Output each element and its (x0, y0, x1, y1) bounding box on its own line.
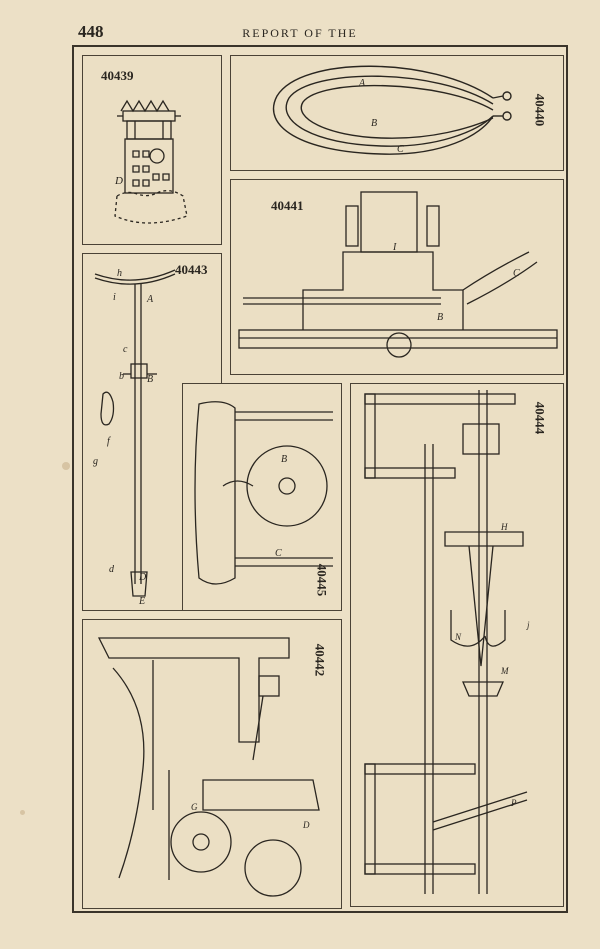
svg-text:f: f (107, 436, 111, 447)
paper-stain (20, 810, 25, 815)
cam-mechanism-drawing: BC (194, 401, 333, 585)
svg-text:I: I (392, 242, 397, 253)
svg-text:B: B (147, 374, 153, 385)
svg-text:G: G (191, 802, 198, 812)
svg-text:B: B (371, 118, 377, 129)
svg-text:M: M (500, 666, 509, 676)
svg-text:C: C (275, 548, 282, 559)
svg-text:B: B (437, 312, 443, 323)
svg-text:N: N (454, 632, 462, 642)
svg-text:H: H (500, 522, 508, 532)
engraving-plate: 40439 D 40440 (72, 45, 568, 913)
figure-number: 40443 (175, 262, 208, 277)
figure-panel-40439: 40439 D (82, 55, 222, 245)
svg-text:D: D (138, 572, 147, 583)
svg-text:C: C (397, 144, 404, 155)
spring-clip-drawing: A B C (272, 65, 512, 155)
svg-text:B: B (281, 454, 287, 465)
svg-text:E: E (138, 596, 145, 607)
page-number: 448 (78, 22, 104, 41)
figure-number: 40441 (271, 198, 304, 213)
svg-text:i: i (113, 292, 116, 303)
figure-panel-40441: 40441 I C B (230, 179, 564, 375)
svg-text:h: h (117, 268, 122, 279)
running-head: REPORT OF THE (242, 26, 358, 40)
svg-text:j: j (526, 620, 530, 630)
svg-text:D: D (302, 820, 310, 830)
svg-text:d: d (109, 564, 115, 575)
svg-text:C: C (513, 268, 520, 279)
svg-text:c: c (123, 344, 128, 355)
svg-text:P: P (510, 798, 517, 808)
support-rod-drawing: h i A c b B fg dD E (93, 268, 176, 607)
paper-stain (62, 462, 70, 470)
sewing-machine-drawing: GD (97, 637, 320, 897)
vise-drawing: I C B (238, 191, 558, 358)
figure-number: 40439 (101, 68, 134, 83)
svg-text:D: D (114, 175, 123, 187)
svg-text:A: A (146, 294, 154, 305)
lamp-burner-drawing: D (114, 99, 188, 224)
svg-text:g: g (93, 456, 98, 467)
svg-text:A: A (358, 78, 366, 89)
spindle-drawing: Hj N M P (364, 390, 530, 894)
svg-text:b: b (119, 371, 124, 382)
